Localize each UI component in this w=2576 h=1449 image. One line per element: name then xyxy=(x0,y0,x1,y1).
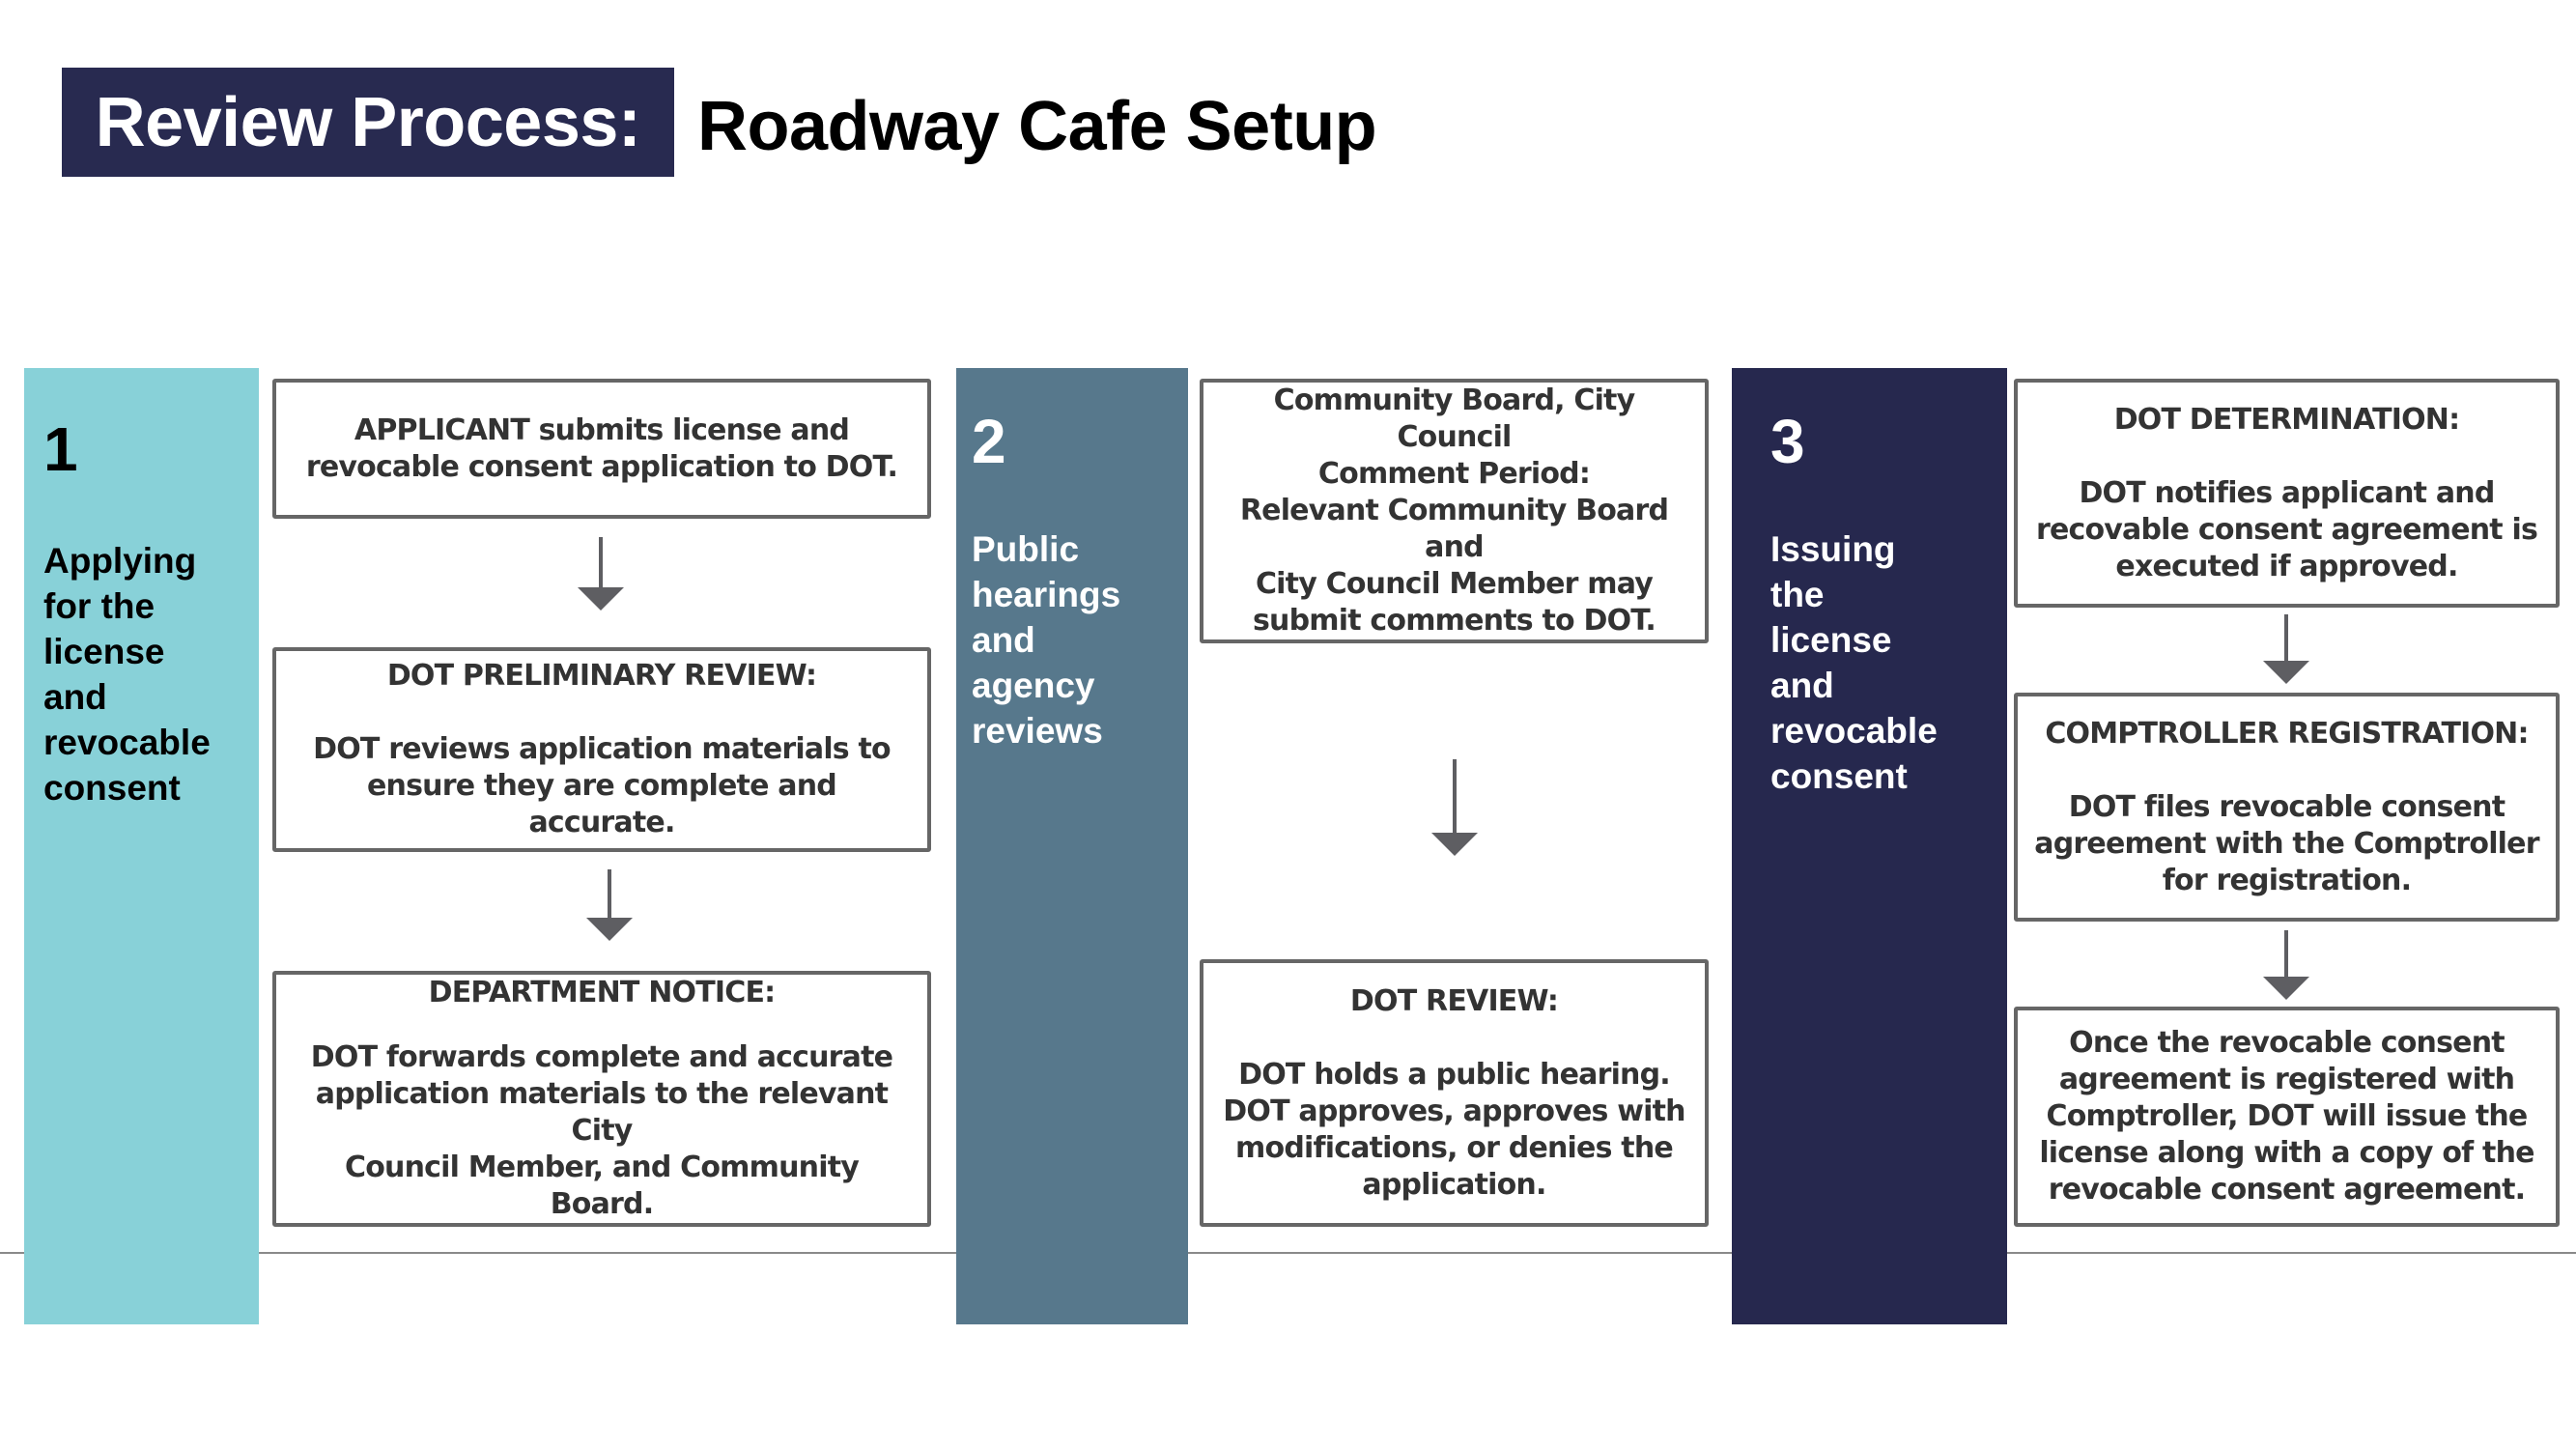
step-dot-preliminary-review: DOT PRELIMINARY REVIEW: DOT reviews appl… xyxy=(272,647,931,852)
step-comptroller-registration: COMPTROLLER REGISTRATION: DOT files revo… xyxy=(2014,693,2560,922)
step-comment-period: Community Board, City Council Comment Pe… xyxy=(1200,379,1709,643)
page-title: Review Process: Roadway Cafe Setup xyxy=(62,68,1377,177)
step-body: DOT holds a public hearing. DOT approves… xyxy=(1223,1057,1685,1202)
phase-3-column: 3 Issuing the license and revocable cons… xyxy=(1732,368,2007,1324)
step-heading: DOT REVIEW: xyxy=(1349,983,1559,1018)
step-body: DOT files revocable consent agreement wi… xyxy=(2034,789,2539,897)
step-body: Once the revocable consent agreement is … xyxy=(2039,1026,2534,1207)
step-dot-determination: DOT DETERMINATION: DOT notifies applican… xyxy=(2014,379,2560,608)
phase-number: 1 xyxy=(43,414,78,484)
arrow-down-icon xyxy=(582,869,637,941)
step-heading: DOT PRELIMINARY REVIEW: xyxy=(386,659,817,693)
step-heading: Community Board, City Council Comment Pe… xyxy=(1273,384,1636,491)
step-heading: DOT DETERMINATION: xyxy=(2113,402,2460,437)
phase-number: 3 xyxy=(1770,407,1805,476)
step-body: DOT forwards complete and accurate appli… xyxy=(310,1040,893,1221)
title-highlight: Review Process: xyxy=(62,68,674,177)
step-body: APPLICANT submits license and revocable … xyxy=(305,412,898,484)
phase-number: 2 xyxy=(972,407,1006,476)
step-body: Relevant Community Board and City Counci… xyxy=(1239,494,1669,638)
phase-label: Public hearings and agency reviews xyxy=(972,529,1121,751)
horizontal-divider xyxy=(0,1252,2576,1254)
phase-2-column: 2 Public hearings and agency reviews xyxy=(956,368,1188,1324)
step-body: DOT reviews application materials to ens… xyxy=(313,732,892,839)
step-body: DOT notifies applicant and recovable con… xyxy=(2035,475,2538,583)
arrow-down-icon xyxy=(2259,614,2313,684)
step-applicant-submits: APPLICANT submits license and revocable … xyxy=(272,379,931,519)
arrow-down-icon xyxy=(574,537,628,611)
step-dot-review: DOT REVIEW: DOT holds a public hearing. … xyxy=(1200,959,1709,1227)
arrow-down-icon xyxy=(1428,759,1482,856)
step-license-issued: Once the revocable consent agreement is … xyxy=(2014,1007,2560,1227)
arrow-down-icon xyxy=(2259,930,2313,1000)
title-subject: Roadway Cafe Setup xyxy=(697,87,1377,165)
phase-1-column: 1 Applying for the license and revocable… xyxy=(24,368,259,1324)
phase-label: Applying for the license and revocable c… xyxy=(43,541,211,808)
step-heading: DEPARTMENT NOTICE: xyxy=(428,976,777,1009)
phase-label: Issuing the license and revocable consen… xyxy=(1770,529,1938,796)
step-department-notice: DEPARTMENT NOTICE: DOT forwards complete… xyxy=(272,971,931,1227)
step-heading: COMPTROLLER REGISTRATION: xyxy=(2045,716,2529,751)
